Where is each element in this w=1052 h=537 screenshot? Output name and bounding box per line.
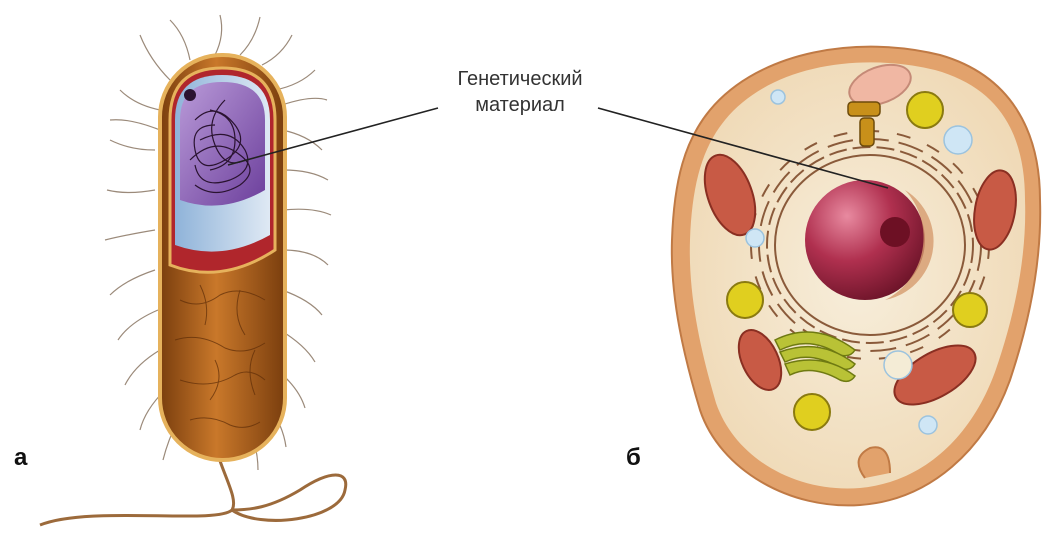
bacterium [40,15,346,525]
flagellum [40,455,346,525]
ribosome-dot [184,89,196,101]
genetic-material-label-line2: материал [420,92,620,118]
panel-label-a: а [14,444,27,472]
animal-cell [672,47,1040,506]
genetic-material-label: Генетический материал [420,66,620,118]
nucleolus [880,217,910,247]
panel-label-b: б [626,444,641,472]
bacterium-cytoplasm [180,82,265,206]
genetic-material-label-line1: Генетический [420,66,620,92]
